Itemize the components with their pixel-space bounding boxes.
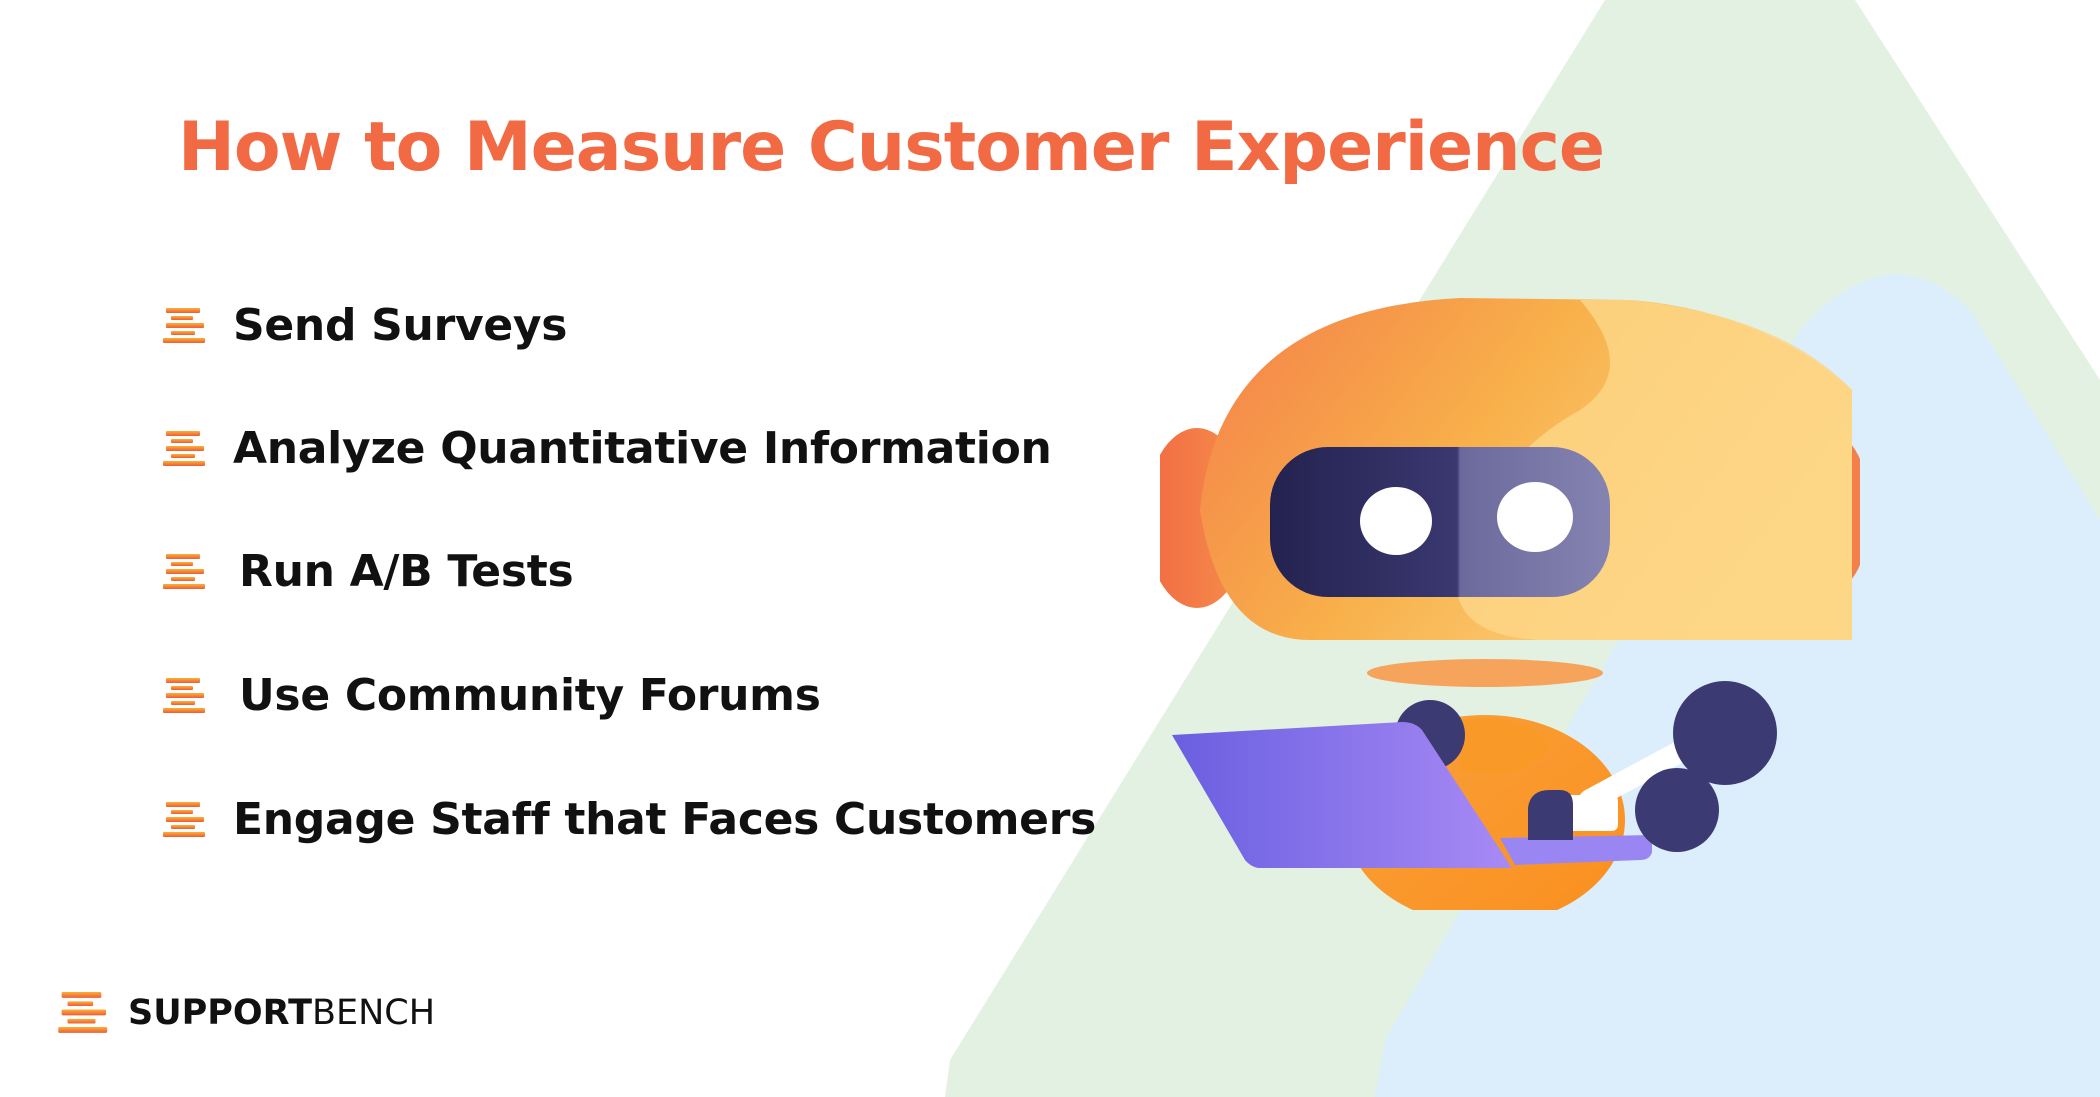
list-item: Run A/B Tests	[163, 546, 574, 597]
brand-logo: SUPPORTBENCH	[58, 992, 435, 1034]
page-title: How to Measure Customer Experience	[178, 108, 1605, 187]
list-item-label: Send Surveys	[233, 300, 568, 351]
list-item-label: Analyze Quantitative Information	[233, 423, 1052, 474]
robot-eye-left	[1360, 487, 1432, 555]
list-item-label: Run A/B Tests	[239, 546, 574, 597]
laptop-illustration	[1172, 722, 1652, 868]
robot-eye-right	[1497, 482, 1573, 552]
supportbench-logo-icon	[163, 678, 209, 714]
robot-visor	[1270, 447, 1610, 597]
list-item-label: Engage Staff that Faces Customers	[233, 794, 1096, 845]
brand-name: SUPPORTBENCH	[128, 993, 435, 1033]
supportbench-logo-icon	[163, 431, 209, 467]
supportbench-logo-icon	[163, 554, 209, 590]
robot-arms	[1528, 681, 1777, 852]
supportbench-logo-icon	[58, 992, 112, 1034]
list-item: Send Surveys	[163, 300, 567, 351]
brand-name-bold: SUPPORT	[128, 993, 312, 1033]
supportbench-logo-icon	[163, 308, 209, 344]
list-item: Analyze Quantitative Information	[163, 423, 1052, 474]
brand-name-light: BENCH	[311, 993, 436, 1033]
list-item: Engage Staff that Faces Customers	[163, 794, 1096, 845]
supportbench-logo-icon	[163, 802, 209, 838]
list-item-label: Use Community Forums	[239, 670, 821, 721]
list-item: Use Community Forums	[163, 670, 821, 721]
robot-illustration	[1160, 298, 1860, 910]
